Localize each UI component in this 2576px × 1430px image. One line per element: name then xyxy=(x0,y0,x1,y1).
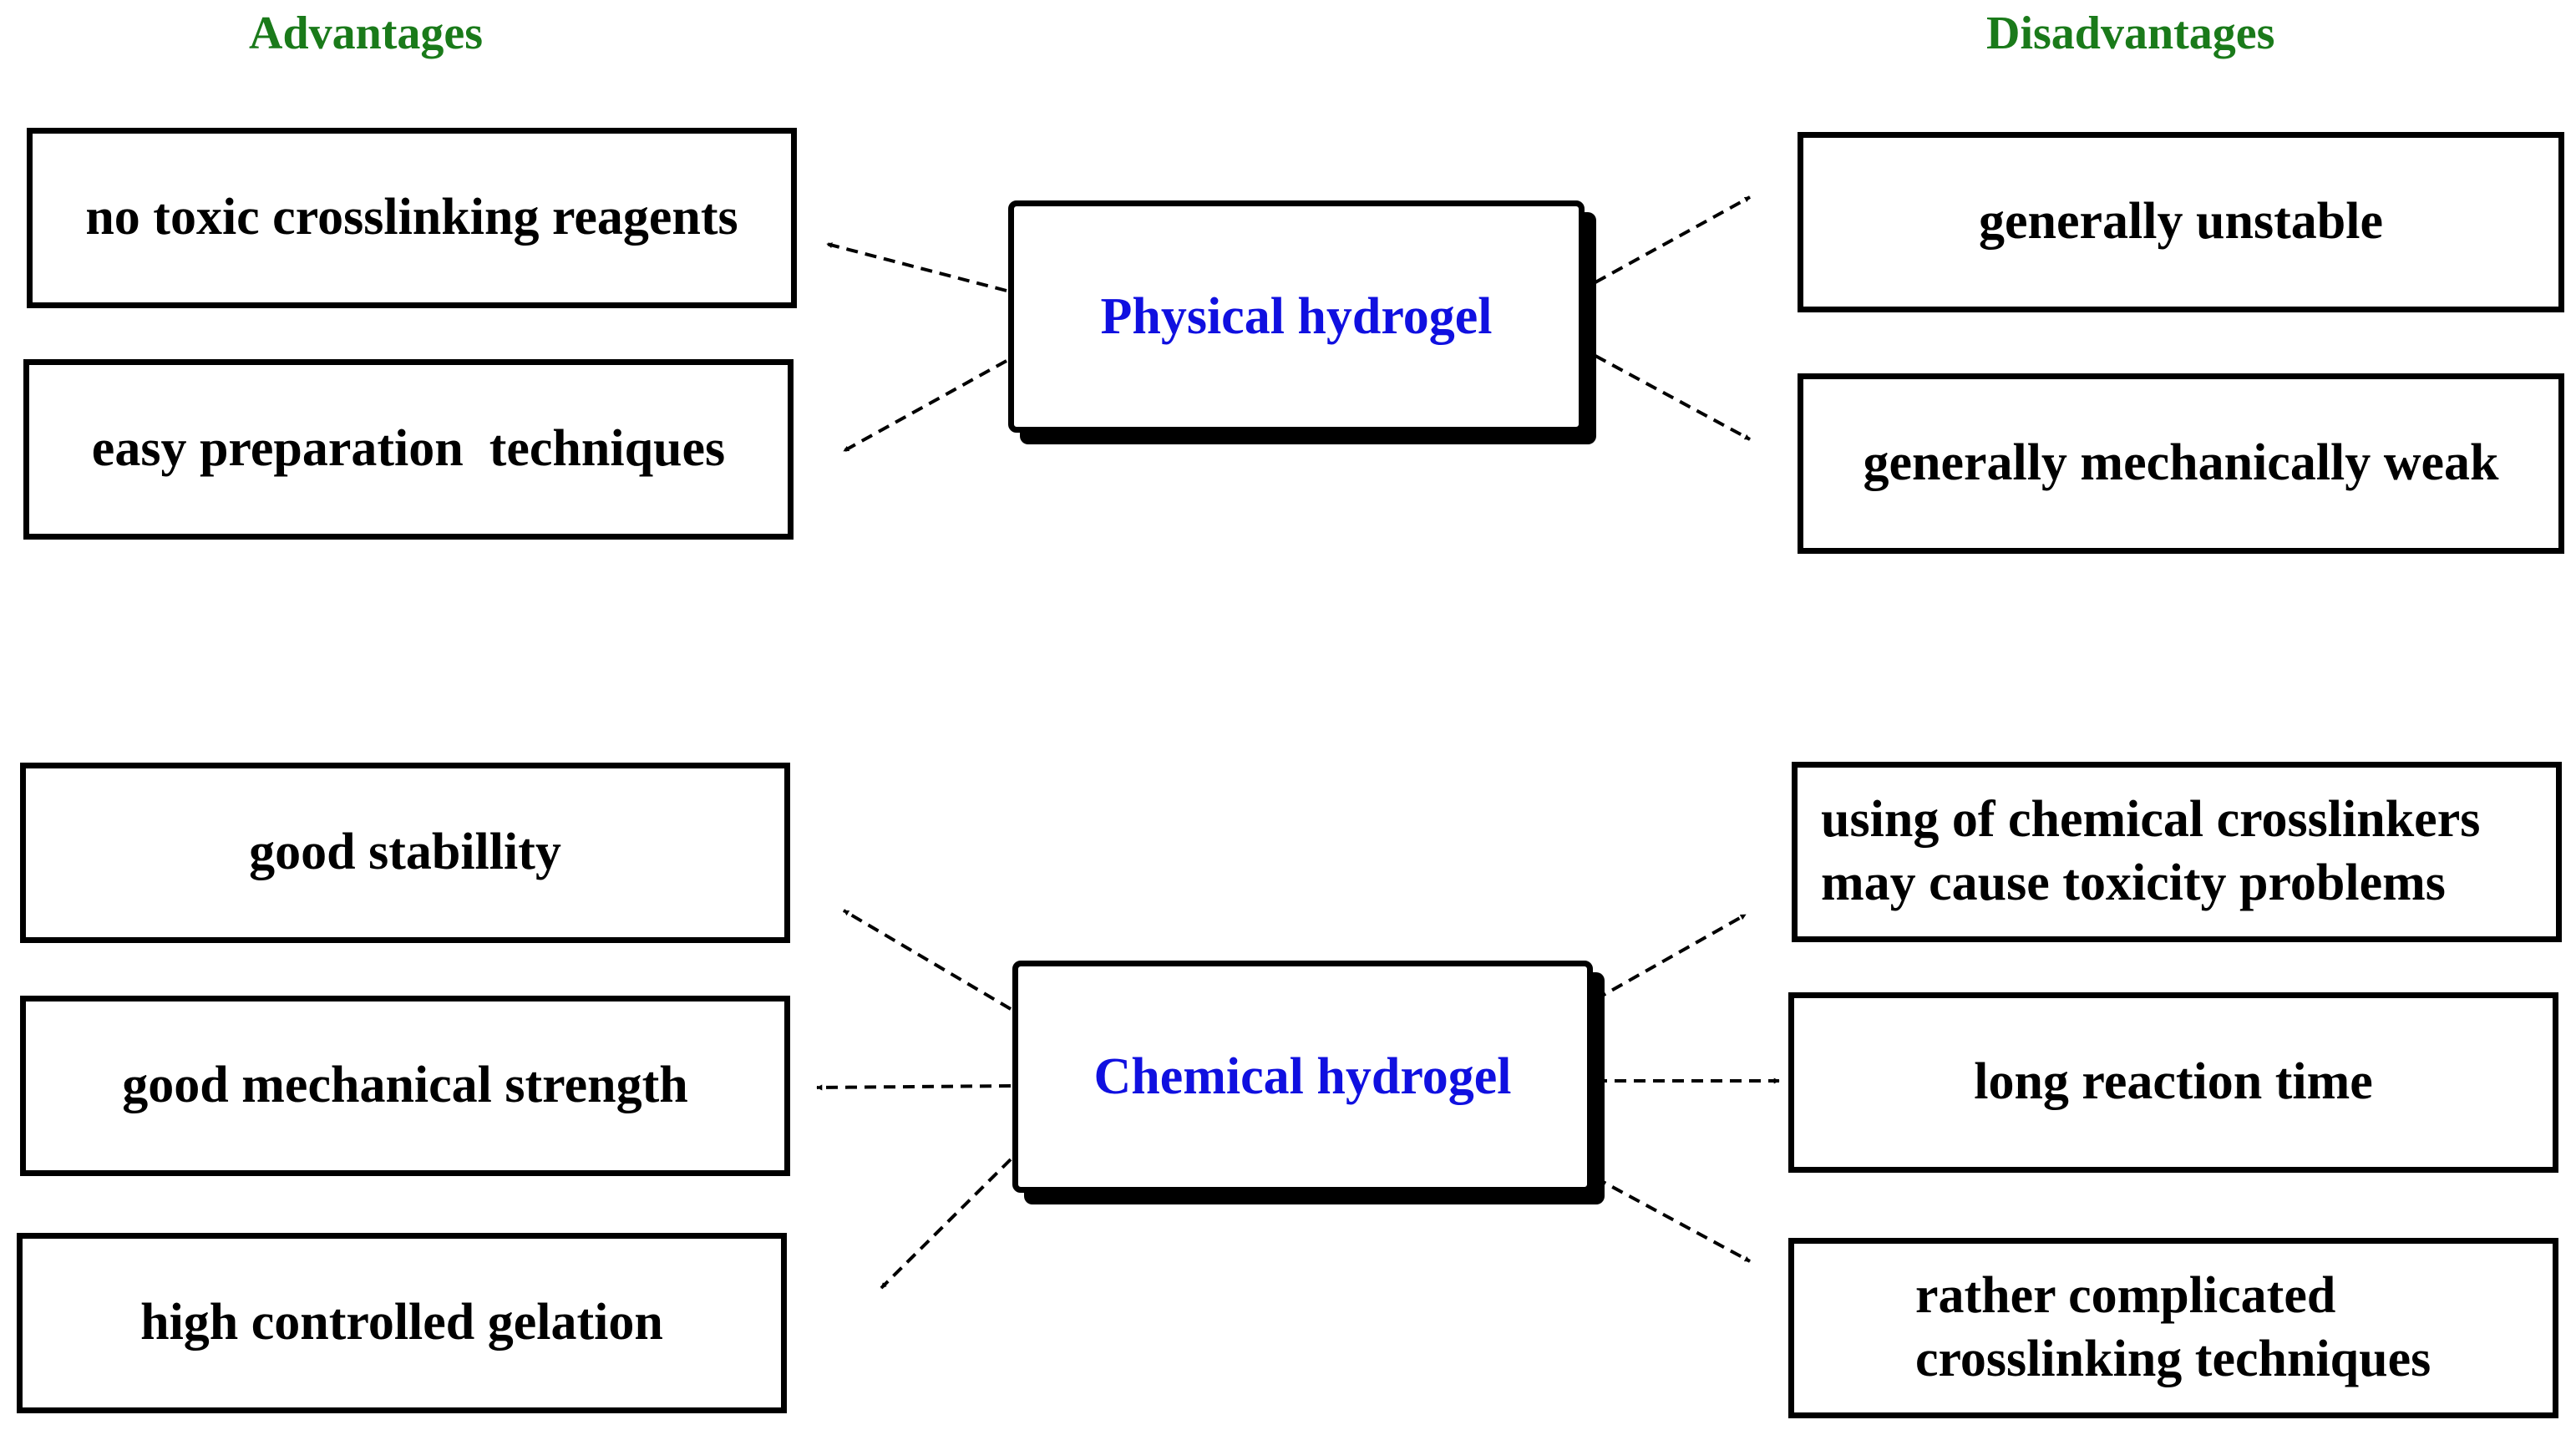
physical-advantage-2: easy preparation techniques xyxy=(23,359,794,540)
arrow-physical-to-dis-2 xyxy=(1595,354,1751,441)
physical-disadvantage-2: generally mechanically weak xyxy=(1798,373,2564,554)
chemical-disadvantage-1: using of chemical crosslinkers may cause… xyxy=(1792,762,2562,942)
arrow-chemical-to-adv-2 xyxy=(816,1084,1012,1091)
physical-advantage-1: no toxic crosslinking reagents xyxy=(27,128,797,308)
physical-hydrogel-node: Physical hydrogel xyxy=(1008,200,1585,433)
chemical-hydrogel-label: Chemical hydrogel xyxy=(1093,1047,1512,1105)
chemical-disadvantage-3: rather complicated crosslinking techniqu… xyxy=(1788,1238,2558,1418)
physical-disadvantage-1: generally unstable xyxy=(1798,132,2564,312)
chemical-advantage-1: good stabillity xyxy=(20,763,790,943)
arrow-chemical-to-adv-3 xyxy=(880,1158,1012,1290)
heading-disadvantages: Disadvantages xyxy=(1986,8,2275,59)
chemical-advantage-3: high controlled gelation xyxy=(17,1233,787,1413)
chemical-disadvantage-2: long reaction time xyxy=(1788,992,2558,1173)
arrow-chemical-to-dis-3 xyxy=(1595,1176,1751,1263)
physical-hydrogel-label: Physical hydrogel xyxy=(1100,287,1493,345)
chemical-hydrogel-node: Chemical hydrogel xyxy=(1012,961,1593,1193)
arrow-physical-to-dis-1 xyxy=(1595,195,1751,284)
arrow-physical-to-adv-1 xyxy=(826,242,1007,292)
arrow-physical-to-adv-2 xyxy=(843,359,1007,453)
arrow-chemical-to-adv-1 xyxy=(842,909,1012,1011)
arrow-chemical-to-dis-1 xyxy=(1578,913,1747,1011)
heading-advantages: Advantages xyxy=(249,8,484,59)
chemical-advantage-2: good mechanical strength xyxy=(20,996,790,1176)
